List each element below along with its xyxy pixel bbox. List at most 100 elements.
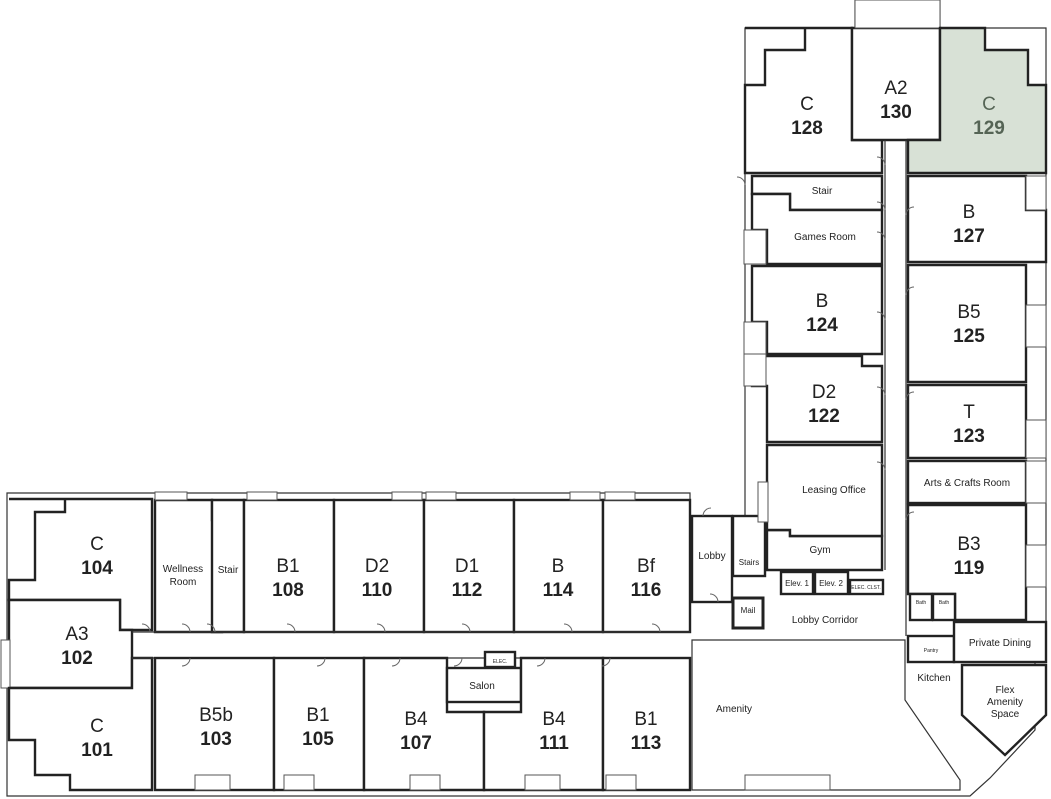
room-arts-crafts[interactable]: Arts & Crafts Room [906, 459, 1047, 505]
room-label-bath2: Bath [939, 600, 950, 606]
unit-108[interactable]: B1 108 [242, 491, 336, 634]
unit-number: 119 [954, 558, 985, 579]
unit-number: 105 [302, 729, 334, 750]
window [1025, 175, 1047, 211]
unit-112[interactable]: D1 112 [422, 491, 516, 634]
unit-type: B3 [957, 534, 980, 555]
unit-number: 101 [81, 740, 113, 761]
unit-number: 110 [362, 580, 393, 601]
unit-number: 128 [791, 118, 823, 139]
room-flex-amenity[interactable]: Flex Amenity Space [960, 663, 1048, 757]
window [246, 491, 278, 501]
unit-114[interactable]: B 114 [512, 491, 605, 634]
unit-124[interactable]: B 124 [743, 264, 884, 356]
room-leasing[interactable]: Leasing Office [757, 443, 884, 538]
unit-103[interactable]: B5b 103 [153, 656, 276, 792]
unit-129[interactable]: C 129 [906, 26, 1048, 175]
unit-number: 113 [631, 733, 662, 754]
room-elec-small[interactable]: ELEC. [483, 650, 517, 669]
room-label-elev1: Elev. 1 [785, 579, 809, 588]
room-pantry[interactable]: Pantry [906, 634, 956, 664]
room-stairs-lobby[interactable]: Stairs [731, 514, 767, 578]
room-label-wellness-2: Room [170, 577, 197, 588]
room-amenity[interactable]: Amenity [691, 639, 961, 791]
unit-110[interactable]: D2 110 [332, 491, 426, 634]
room-bath-2[interactable]: Bath [931, 592, 957, 622]
room-label-salon: Salon [469, 681, 495, 692]
unit-113[interactable]: B1 113 [601, 656, 692, 792]
room-label-gym: Gym [809, 545, 830, 556]
room-lobby[interactable]: Lobby [690, 514, 734, 604]
unit-type: D2 [812, 382, 836, 403]
room-elev-1[interactable]: Elev. 1 [779, 570, 815, 596]
room-label-elev2: Elev. 2 [819, 579, 843, 588]
unit-type: C [90, 716, 104, 737]
unit-130[interactable]: A2 130 [850, 0, 942, 142]
unit-type: B1 [306, 705, 329, 726]
room-label-leasing: Leasing Office [802, 485, 866, 496]
window [743, 353, 767, 387]
room-label-kitchen: Kitchen [917, 673, 950, 684]
unit-type: B1 [634, 709, 657, 730]
room-games[interactable]: Games Room [743, 192, 884, 266]
room-label-arts-crafts: Arts & Crafts Room [924, 478, 1010, 489]
unit-101[interactable]: C 101 [7, 656, 154, 792]
window [425, 491, 457, 501]
unit-102[interactable]: A3 102 [0, 598, 134, 690]
unit-type: D1 [455, 556, 479, 577]
unit-122[interactable]: D2 122 [743, 353, 884, 444]
room-label-bath1: Bath [916, 600, 927, 606]
window [744, 774, 831, 791]
unit-type: B4 [542, 709, 566, 730]
unit-type: B1 [276, 556, 299, 577]
unit-number: 111 [539, 733, 569, 754]
window [757, 481, 769, 523]
window [743, 229, 767, 265]
window [524, 774, 561, 791]
room-kitchen[interactable]: Kitchen [917, 673, 950, 684]
unit-type: B [552, 556, 565, 577]
window [604, 491, 636, 501]
unit-number: 122 [808, 406, 840, 427]
unit-125[interactable]: B5 125 [906, 263, 1047, 384]
room-label-stair-west: Stair [218, 565, 239, 576]
room-elev-2[interactable]: Elev. 2 [813, 570, 850, 596]
room-label-stairs: Stairs [739, 558, 759, 567]
window [1025, 460, 1047, 504]
room-private-dining[interactable]: Private Dining [952, 620, 1048, 664]
room-salon[interactable]: Salon [445, 666, 523, 704]
unit-type: C [90, 534, 104, 555]
window [0, 639, 11, 689]
lobby-corridor[interactable]: Lobby Corridor [792, 615, 859, 626]
unit-105[interactable]: B1 105 [272, 656, 366, 792]
window [391, 491, 423, 501]
unit-number: 116 [631, 580, 662, 601]
room-label-private-dining: Private Dining [969, 638, 1031, 649]
unit-116[interactable]: Bf 116 [601, 491, 692, 634]
unit-type: B4 [404, 709, 428, 730]
room-elec-clst[interactable]: ELEC. CLST. [848, 578, 885, 596]
unit-type: T [963, 402, 975, 423]
room-label-flex-1: Flex [996, 685, 1015, 696]
room-stair-west[interactable]: Stair [210, 498, 246, 634]
window [283, 774, 315, 791]
room-label-games: Games Room [794, 232, 856, 243]
unit-104[interactable]: C 104 [7, 497, 154, 632]
room-label-elec: ELEC. [493, 659, 507, 665]
room-bath-1[interactable]: Bath [908, 592, 934, 622]
unit-127[interactable]: B 127 [906, 174, 1048, 264]
window [409, 774, 441, 791]
room-mail[interactable]: Mail [731, 596, 765, 630]
window [1025, 419, 1047, 459]
room-label-lobby: Lobby [698, 551, 725, 562]
unit-type: Bf [637, 556, 656, 577]
unit-123[interactable]: T 123 [906, 383, 1047, 460]
unit-type: B [816, 291, 829, 312]
room-label-flex-3: Space [991, 709, 1020, 720]
room-label-flex-2: Amenity [987, 697, 1023, 708]
unit-number: 123 [953, 426, 985, 447]
unit-type: D2 [365, 556, 389, 577]
unit-type: B5 [957, 302, 980, 323]
window [854, 0, 941, 29]
